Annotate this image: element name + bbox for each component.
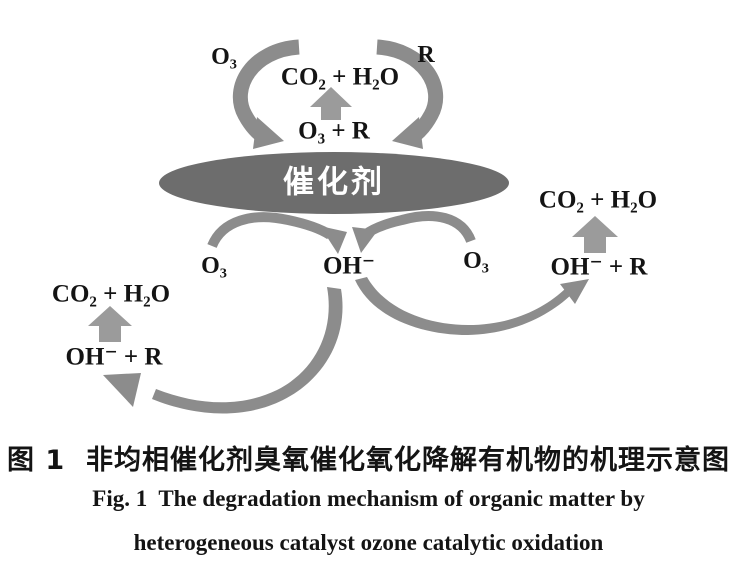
arrow-r-cycle-right-head [392,117,423,149]
arrow-o3-cycle-left-head [253,117,284,149]
arrow-oh-to-left-product-head [103,373,141,407]
label-r-top-right: R [417,42,435,68]
arrow-oh-to-left-product [152,287,343,414]
block-arrow-up-top [310,87,352,120]
caption-chinese: 图 1 非均相催化剂臭氧催化氧化降解有机物的机理示意图 [7,445,730,476]
block-arrow-up-right [572,216,618,253]
catalyst-ellipse [159,152,509,214]
label-o3-plus-r: O₃ + R [298,117,370,145]
label-o3-mid-left: O₃ [201,253,227,279]
arrow-o3-cycle-left [233,39,300,145]
block-arrow-up-left [88,306,132,342]
label-oh-radical: OH⁻ [322,252,376,280]
mechanism-diagram: O₃ R CO₂ + H₂O O₃ + R 催化剂 O₃ OH⁻ O₃ CO₂ … [51,39,658,414]
caption-english-line2: heterogeneous catalyst ozone catalytic o… [133,530,604,555]
label-co2-h2o-left: CO₂ + H₂O [51,280,171,308]
label-o3-mid-right: O₃ [463,248,489,274]
label-catalyst: 催化剂 [283,164,385,201]
arrow-o3-right-to-oh [363,211,476,244]
arrow-o3-left-to-oh-head [320,226,347,254]
diagram-svg [88,39,618,414]
arrow-o3-left-to-oh [207,212,333,249]
label-o3-top-left: O₃ [211,44,237,70]
label-oh-plus-r-left: OH⁻ + R [65,343,163,371]
caption-english-line1: Fig. 1 The degradation mechanism of orga… [92,486,645,511]
label-co2-h2o-right: CO₂ + H₂O [538,186,658,214]
label-co2-h2o-top: CO₂ + H₂O [280,63,400,91]
arrow-oh-to-right-product [355,277,572,335]
arrow-o3-right-to-oh-head [352,227,378,253]
label-oh-plus-r-right: OH⁻ + R [550,253,648,281]
arrow-oh-to-right-product-head [560,279,589,304]
